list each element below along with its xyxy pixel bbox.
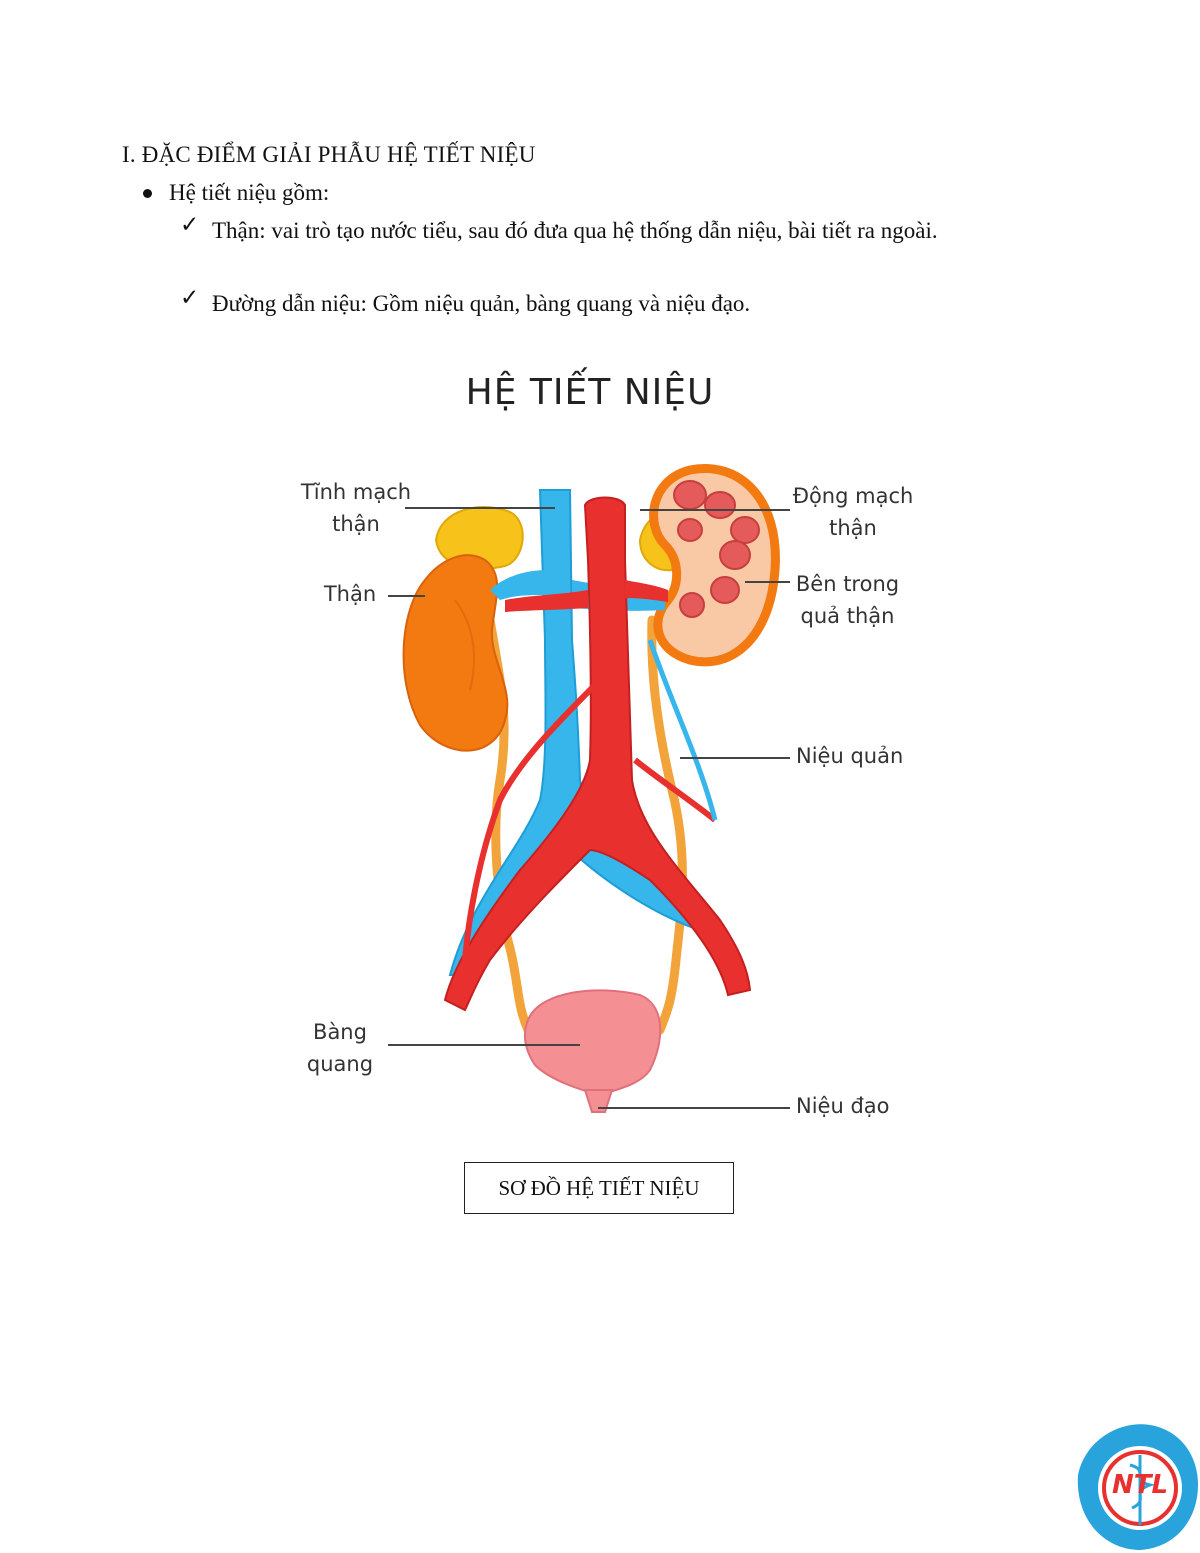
caption-text: SƠ ĐỒ HỆ TIẾT NIỆU — [498, 1175, 700, 1200]
aorta — [443, 496, 752, 1012]
check-text: Đường dẫn niệu: Gồm niệu quản, bàng quan… — [212, 291, 751, 316]
check-text: Thận: vai trò tạo nước tiểu, sau đó đưa … — [212, 218, 938, 243]
right-renal-artery — [625, 580, 668, 602]
label-renal-vein: Tĩnh mạch thận — [300, 480, 412, 536]
gonadal-artery — [462, 677, 603, 961]
logo-text: NTL — [1111, 1470, 1169, 1500]
left-renal-artery — [505, 590, 588, 612]
ntl-logo — [1077, 1424, 1198, 1550]
gonadal-vein — [647, 639, 718, 821]
urethra — [583, 1089, 614, 1113]
label-ureter: Niệu quản — [796, 744, 904, 768]
left-renal-vein — [490, 570, 548, 600]
kidney-pyramids — [673, 480, 760, 618]
checkmark-icon: ✓ — [180, 285, 200, 310]
label-urethra: Niệu đạo — [796, 1094, 890, 1118]
bladder — [523, 989, 662, 1097]
kidney-contour-line — [454, 599, 476, 691]
mesenteric-artery — [633, 757, 717, 823]
label-bladder: Bàng quang — [306, 1020, 374, 1076]
checkmark-icon: ✓ — [180, 212, 200, 237]
leader-lines — [388, 507, 790, 1109]
bullet-dot-icon — [143, 188, 152, 198]
bullet-item: Hệ tiết niệu gồm: — [143, 180, 329, 206]
figure-caption: SƠ ĐỒ HỆ TIẾT NIỆU — [464, 1162, 734, 1214]
right-ureter — [647, 615, 687, 1035]
bullet-text: Hệ tiết niệu gồm: — [169, 180, 330, 205]
section-heading: I. ĐẶC ĐIỂM GIẢI PHẪU HỆ TIẾT NIỆU — [122, 142, 536, 167]
label-renal-artery: Động mạch thận — [792, 484, 914, 540]
label-kidney: Thận — [323, 582, 377, 606]
label-kidney-inside: Bên trong quả thận — [795, 572, 900, 628]
check-item-kidney: ✓ Thận: vai trò tạo nước tiểu, sau đó đư… — [180, 212, 1042, 249]
left-kidney — [402, 554, 509, 752]
check-item-urinary-tract: ✓ Đường dẫn niệu: Gồm niệu quản, bàng qu… — [180, 285, 1042, 322]
caduceus-icon — [1129, 1455, 1156, 1525]
figure-title: HỆ TIẾT NIỆU — [465, 372, 715, 413]
